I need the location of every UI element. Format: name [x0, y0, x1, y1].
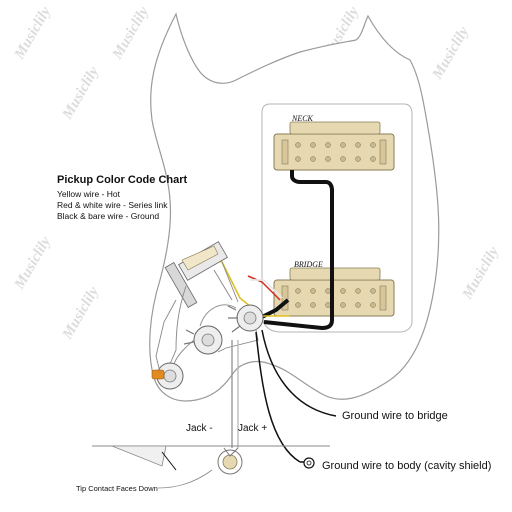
volume-pot[interactable]: [227, 304, 264, 333]
ground-wire-body: [255, 331, 301, 463]
bridge-pole-pieces: [295, 288, 376, 308]
mounting-ear: [379, 285, 387, 311]
tone-pot-2-shaft: [163, 369, 177, 383]
watermark-text: Musiclily: [59, 64, 102, 123]
tone-pot-1-shaft: [201, 333, 215, 347]
jack-plus-label: Jack +: [238, 423, 267, 434]
tip-contact-label: Tip Contact Faces Down: [76, 484, 158, 493]
jack-lugs: [223, 447, 239, 457]
mounting-ear: [281, 139, 289, 165]
ground-wire-bridge: [261, 329, 337, 417]
volume-pot-lugs: [227, 305, 241, 333]
tip-contact-pointer: [157, 469, 213, 489]
jack-tip: [161, 451, 177, 471]
jack-plate: [111, 445, 167, 467]
output-jack[interactable]: [217, 447, 243, 475]
mounting-ear: [379, 139, 387, 165]
ground-lug-icon: [300, 457, 315, 469]
switch-lug-bar: [164, 262, 198, 308]
neck-pickup-cable: [263, 170, 334, 330]
ground-body-label: Ground wire to body (cavity shield): [322, 460, 491, 472]
watermark-text: Musiclily: [59, 284, 102, 343]
tone-capacitor: [151, 369, 165, 380]
volume-pot-shaft: [243, 311, 257, 325]
watermark-text: Musiclily: [11, 234, 54, 293]
watermark-text: Musiclily: [429, 24, 472, 83]
white-series-wire-outline: [250, 279, 283, 299]
pickguard: [149, 12, 440, 402]
five-way-switch[interactable]: [164, 241, 228, 308]
watermark-text: Musiclily: [109, 4, 152, 63]
internal-wiring: [155, 261, 259, 373]
tone-pot-1-lugs: [183, 329, 195, 345]
tone-pot-1[interactable]: [183, 325, 223, 355]
neck-pole-pieces: [295, 142, 376, 162]
pickup-route: [261, 103, 413, 333]
bridge-label: BRIDGE: [294, 260, 323, 269]
neck-humbucker[interactable]: [273, 121, 395, 171]
watermark-text: Musiclily: [11, 4, 54, 63]
bridge-humbucker-top-bar: [289, 267, 381, 281]
legend-black: Black & bare wire - Ground: [57, 211, 159, 221]
watermark-text: Musiclily: [459, 244, 502, 303]
legend-red-white: Red & white wire - Series link: [57, 200, 168, 210]
jack-socket: [222, 454, 238, 470]
red-series-wire: [247, 275, 281, 301]
legend-yellow: Yellow wire - Hot: [57, 189, 121, 199]
jack-minus-label: Jack -: [186, 423, 213, 434]
chart-title: Pickup Color Code Chart: [57, 174, 188, 186]
neck-label: NECK: [291, 114, 314, 123]
ground-bridge-label: Ground wire to bridge: [342, 410, 448, 422]
neck-humbucker-cover: [273, 133, 395, 171]
switch-lever: [181, 245, 219, 271]
neck-humbucker-top-bar: [289, 121, 381, 135]
output-jack-side-view: [92, 445, 330, 471]
